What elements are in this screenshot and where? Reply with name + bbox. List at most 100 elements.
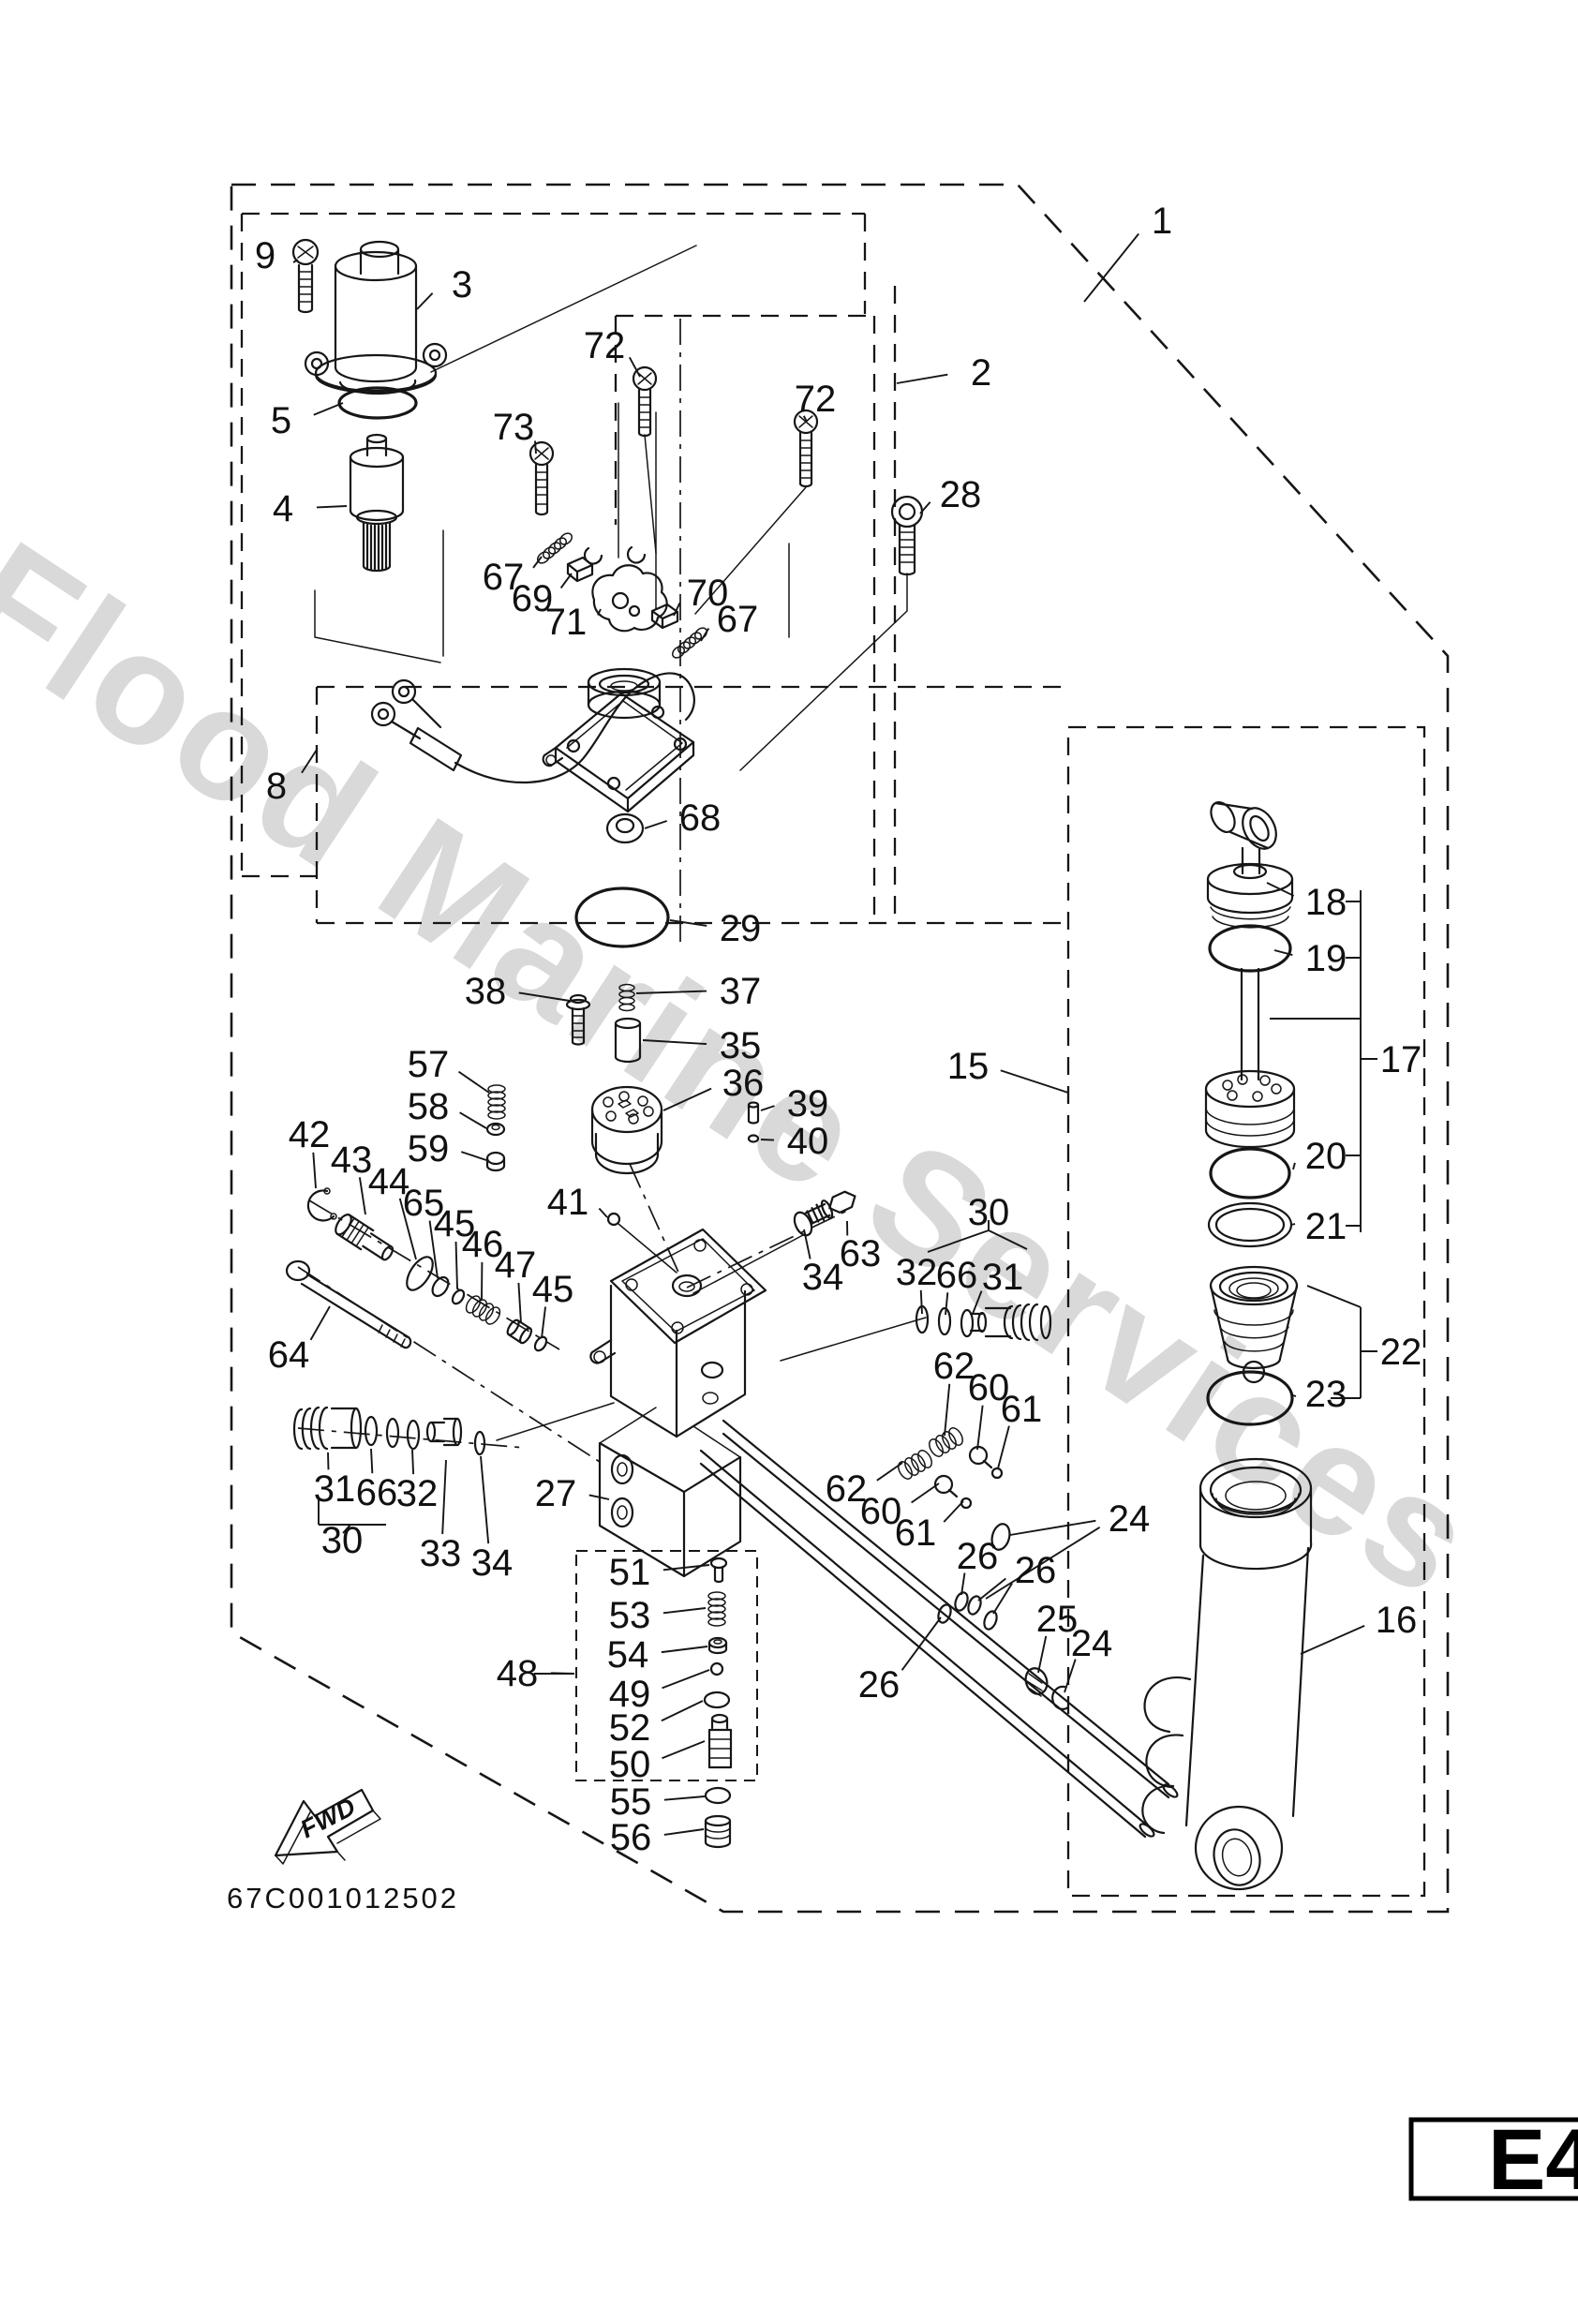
- part-60-valve-pin: [933, 1474, 959, 1498]
- part-callout: 55: [610, 1781, 652, 1823]
- part-callout: 26: [1015, 1550, 1057, 1591]
- part-callout: 36: [722, 1063, 765, 1104]
- callout-leader-line: [945, 1292, 949, 1316]
- callout-leader-line: [700, 627, 710, 642]
- part-44-o-ring: [406, 1256, 434, 1291]
- part-callout: 65: [403, 1183, 445, 1224]
- part-38-bolt: [565, 993, 591, 1046]
- part-29-o-ring: [574, 886, 670, 948]
- part-22-free-piston: [1209, 1265, 1299, 1384]
- part-55-o-ring: [704, 1786, 732, 1805]
- part-callout: 34: [471, 1542, 514, 1584]
- part-callout: 33: [420, 1533, 462, 1574]
- part-20-o-ring: [1209, 1147, 1291, 1199]
- part-callout: 72: [795, 379, 837, 420]
- part-callout: 73: [493, 407, 535, 448]
- callout-leader-line: [460, 1151, 487, 1161]
- part-19-o-ring: [1208, 924, 1292, 973]
- part-62-spring: [929, 1427, 963, 1457]
- part-24-o-ring: [990, 1523, 1011, 1551]
- callout-leader-line: [901, 1616, 942, 1671]
- part-31-valve-seat: [292, 1406, 363, 1451]
- part-32-o-ring: [385, 1417, 400, 1449]
- part-callout: 30: [968, 1192, 1010, 1233]
- part-21-backup-ring: [1207, 1201, 1293, 1248]
- part-callout: 70: [687, 573, 729, 614]
- callout-leader-line: [1083, 232, 1139, 303]
- callout-leader-line: [644, 820, 668, 829]
- part-49-ball: [709, 1661, 724, 1676]
- part-callout: 62: [826, 1468, 868, 1510]
- part-50-valve: [707, 1713, 733, 1769]
- callout-leader-line: [441, 1459, 447, 1535]
- part-51-screw: [709, 1557, 728, 1584]
- callout-leader-line: [803, 1229, 811, 1259]
- part-callout: 3: [452, 264, 472, 305]
- part-callout: 43: [331, 1140, 373, 1181]
- callout-leader-line: [1300, 1624, 1365, 1655]
- callout-leader-line: [960, 1572, 966, 1596]
- callout-leader-line: [457, 1070, 490, 1094]
- part-callout: 66: [936, 1255, 978, 1296]
- part-46-spring: [465, 1295, 501, 1325]
- page-label-box: E4: [1408, 2112, 1578, 2208]
- assembly-boundary-boxes: [230, 183, 1450, 1914]
- callout-leader-line: [992, 1582, 1013, 1615]
- callout-leader-line: [1266, 882, 1295, 897]
- part-callout: 45: [434, 1203, 476, 1244]
- part-callout: 26: [858, 1664, 901, 1706]
- callout-leader-line: [398, 1198, 417, 1260]
- callout-leader-line: [428, 1220, 439, 1279]
- drawing-code: 67C001012502: [227, 1882, 459, 1914]
- part-callout: 61: [1001, 1389, 1043, 1430]
- part-5-o-ring: [337, 386, 418, 420]
- callout-leader-line: [662, 1087, 712, 1111]
- part-17-trim-piston: [1204, 967, 1296, 1149]
- hydraulic-tubes: [699, 1419, 1179, 1839]
- part-callout: 9: [255, 235, 275, 276]
- callout-leader-line: [661, 1646, 708, 1654]
- callout-leader-line: [642, 1039, 707, 1045]
- part-40-pin: [747, 1134, 760, 1143]
- part-41-ball: [606, 1212, 621, 1227]
- callout-leader-line: [635, 990, 707, 994]
- callout-leader-line: [1291, 1223, 1296, 1226]
- callout-leader-line: [301, 749, 318, 774]
- callout-leader-line: [534, 440, 537, 454]
- outer-boundary-box: [230, 183, 1450, 1914]
- part-3-electric-motor: [304, 240, 448, 395]
- part-56-plug: [704, 1814, 732, 1849]
- callout-leader-line: [550, 1672, 575, 1675]
- part-callout: 62: [933, 1346, 975, 1387]
- callout-leader-line: [292, 259, 299, 263]
- part-callout: 45: [532, 1269, 574, 1310]
- part-61-ball: [990, 1467, 1004, 1480]
- part-26-o-ring: [954, 1591, 969, 1612]
- callout-leader-line: [896, 373, 948, 384]
- callout-leader-line: [976, 1405, 984, 1451]
- callout-leader-line: [1291, 1393, 1297, 1397]
- callout-leader-line: [559, 573, 573, 589]
- fwd-direction-arrow: FWD: [274, 1788, 381, 1865]
- callout-leader-line: [972, 1290, 983, 1315]
- callout-leader-line: [454, 1241, 458, 1289]
- part-35-collar: [614, 1017, 642, 1064]
- callout-leader-line: [358, 1177, 366, 1215]
- part-callout: 26: [957, 1536, 999, 1577]
- callout-leader-line: [597, 608, 602, 616]
- part-69-brush: [566, 556, 594, 583]
- callout-leader-line: [662, 1564, 710, 1572]
- callout-leader-line: [662, 1607, 707, 1615]
- part-callout: 29: [720, 908, 762, 949]
- part-36-gear-pump: [590, 1085, 663, 1175]
- part-callout: 21: [1305, 1206, 1347, 1247]
- cylinder-group-box: [1066, 725, 1426, 1898]
- part-8-lead-wire: [370, 672, 695, 784]
- part-43-valve-screw: [335, 1214, 394, 1261]
- part-59-nut: [485, 1151, 506, 1172]
- part-callout: 41: [547, 1182, 589, 1223]
- callout-leader-line: [919, 501, 931, 514]
- part-callout: 58: [408, 1086, 450, 1127]
